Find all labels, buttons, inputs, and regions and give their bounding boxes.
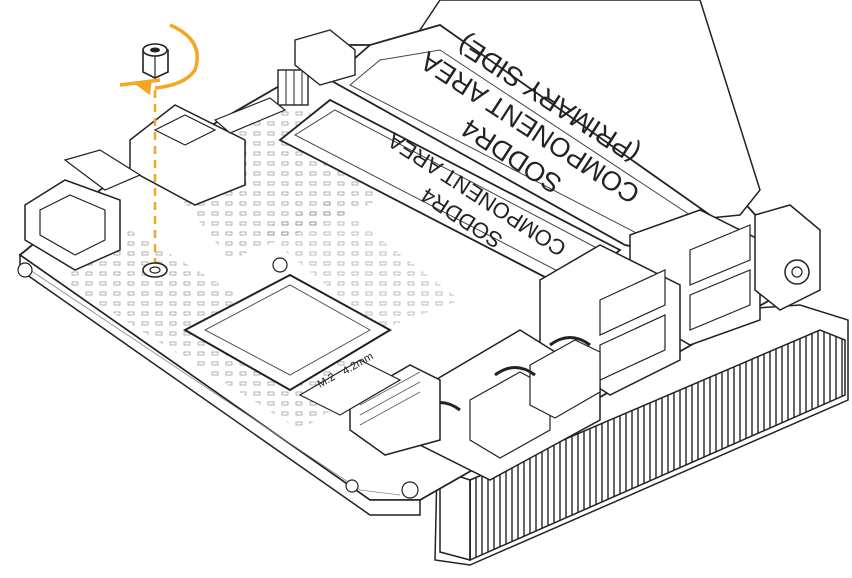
- audio-usb-ports-left: [24, 104, 246, 271]
- mounting-post: [142, 262, 168, 278]
- m2-module: M.2 4.2mm: [182, 273, 402, 416]
- header-pins: [213, 29, 356, 134]
- standoff-screw: [142, 43, 169, 79]
- so-dimm-slots: [278, 0, 761, 292]
- rotation-arrow-icon: [119, 23, 199, 95]
